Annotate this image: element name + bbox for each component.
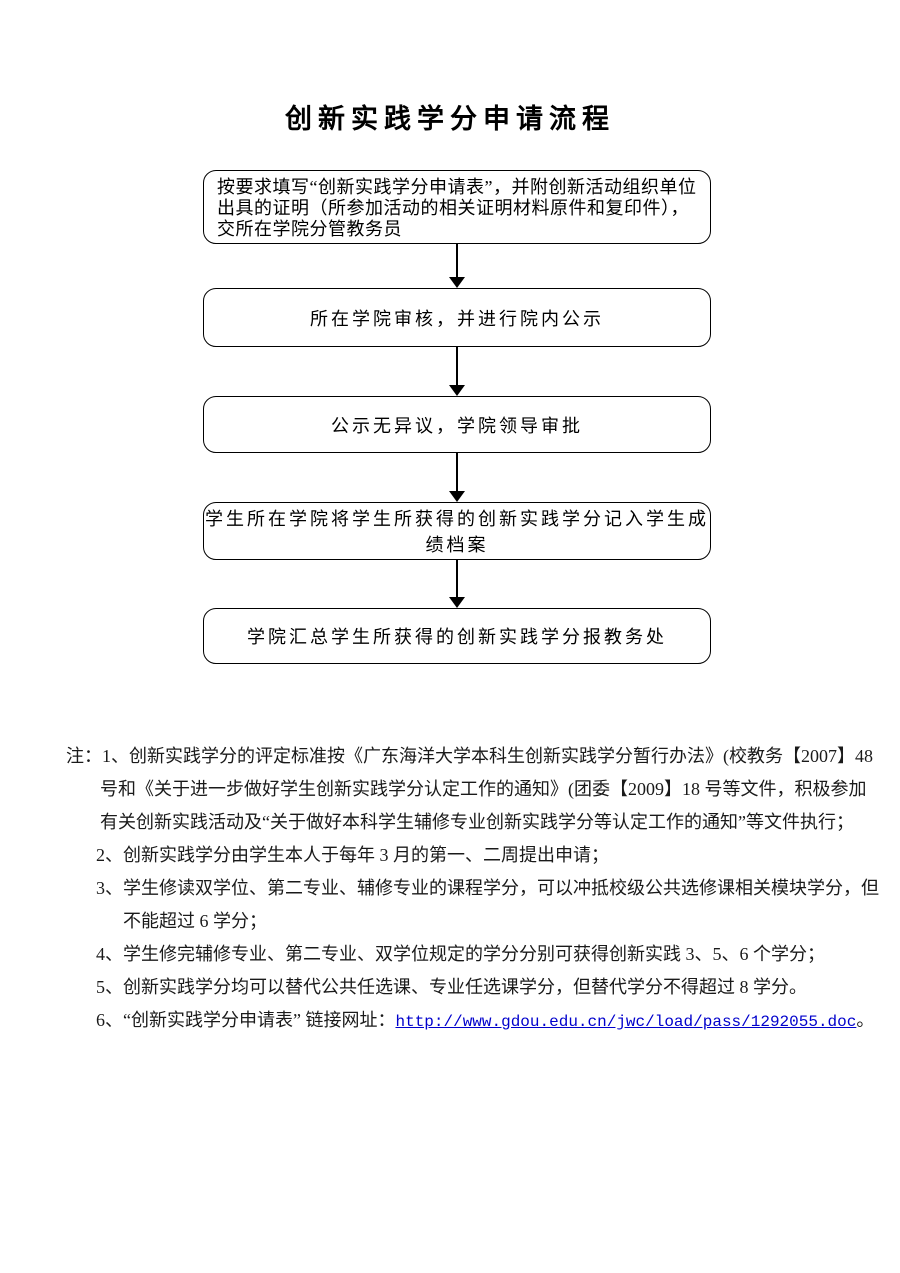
note-4-number: 4、 [96, 944, 123, 964]
note-item-5: 5、创新实践学分均可以替代公共任选课、专业任选课学分，但替代学分不得超过 8 学… [96, 971, 882, 1004]
flow-step-2: 所在学院审核，并进行院内公示 [203, 288, 711, 347]
arrow-shaft [456, 453, 458, 493]
note-item-3: 3、学生修读双学位、第二专业、辅修专业的课程学分，可以冲抵校级公共选修课相关模块… [96, 872, 882, 938]
flow-step-1: 按要求填写“创新实践学分申请表”，并附创新活动组织单位出具的证明（所参加活动的相… [203, 170, 711, 244]
page-title: 创新实践学分申请流程 [285, 104, 615, 134]
note-6-number: 6、 [96, 1010, 123, 1030]
arrow-head-icon [449, 277, 465, 288]
flow-step-1-label: 按要求填写“创新实践学分申请表”，并附创新活动组织单位出具的证明（所参加活动的相… [217, 177, 697, 239]
arrow-head-icon [449, 491, 465, 502]
arrow-shaft [456, 560, 458, 599]
note-3-text: 学生修读双学位、第二专业、辅修专业的课程学分，可以冲抵校级公共选修课相关模块学分… [123, 878, 879, 931]
note-6-text: “创新实践学分申请表” 链接网址： [123, 1010, 396, 1030]
note-1-number: 1、 [102, 746, 129, 766]
note-6-suffix: 。 [856, 1010, 875, 1030]
application-form-link[interactable]: http://www.gdou.edu.cn/jwc/load/pass/129… [395, 1013, 857, 1031]
note-2-text: 创新实践学分由学生本人于每年 3 月的第一、二周提出申请； [123, 845, 609, 865]
arrow-head-icon [449, 597, 465, 608]
flow-step-3-label: 公示无异议，学院领导审批 [331, 415, 583, 436]
notes-section: 注：1、创新实践学分的评定标准按《广东海洋大学本科生创新实践学分暂行办法》(校教… [66, 740, 882, 1039]
flow-step-4: 学生所在学院将学生所获得的创新实践学分记入学生成绩档案 [203, 502, 711, 560]
flow-down-arrow-2 [449, 347, 465, 396]
flow-step-4-label: 学生所在学院将学生所获得的创新实践学分记入学生成绩档案 [205, 509, 709, 555]
flow-down-arrow-3 [449, 453, 465, 502]
note-5-text: 创新实践学分均可以替代公共任选课、专业任选课学分，但替代学分不得超过 8 学分。 [123, 977, 807, 997]
notes-label: 注： [66, 746, 102, 766]
note-4-text: 学生修完辅修专业、第二专业、双学位规定的学分分别可获得创新实践 3、5、6 个学… [123, 944, 825, 964]
flow-down-arrow-4 [449, 560, 465, 608]
note-item-6: 6、“创新实践学分申请表” 链接网址：http://www.gdou.edu.c… [96, 1004, 882, 1039]
note-3-number: 3、 [96, 878, 123, 898]
note-item-1: 注：1、创新实践学分的评定标准按《广东海洋大学本科生创新实践学分暂行办法》(校教… [66, 740, 882, 839]
note-5-number: 5、 [96, 977, 123, 997]
arrow-shaft [456, 244, 458, 279]
flow-step-2-label: 所在学院审核，并进行院内公示 [310, 308, 604, 329]
flow-step-5-label: 学院汇总学生所获得的创新实践学分报教务处 [247, 627, 667, 647]
note-2-number: 2、 [96, 845, 123, 865]
flow-down-arrow-1 [449, 244, 465, 288]
arrow-head-icon [449, 385, 465, 396]
flow-step-3: 公示无异议，学院领导审批 [203, 396, 711, 453]
note-1-text: 创新实践学分的评定标准按《广东海洋大学本科生创新实践学分暂行办法》(校教务【20… [100, 746, 873, 832]
arrow-shaft [456, 347, 458, 387]
note-item-4: 4、学生修完辅修专业、第二专业、双学位规定的学分分别可获得创新实践 3、5、6 … [96, 938, 882, 971]
flow-step-5: 学院汇总学生所获得的创新实践学分报教务处 [203, 608, 711, 664]
note-item-2: 2、创新实践学分由学生本人于每年 3 月的第一、二周提出申请； [96, 839, 882, 872]
